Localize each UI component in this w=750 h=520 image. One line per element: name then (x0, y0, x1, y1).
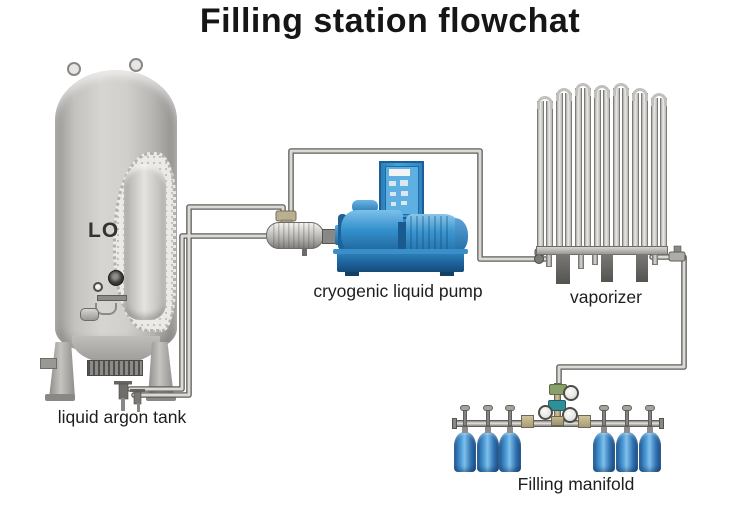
cylinder-valve (645, 405, 655, 427)
vaporizer-ubend (632, 88, 648, 101)
manifold-endcap (659, 418, 664, 429)
pump-cabinet-switch (389, 181, 396, 186)
tank-marking: LO (88, 219, 120, 242)
vaporizer-stub (546, 254, 552, 267)
separator-body (266, 222, 324, 249)
tank-bottom-valves (114, 381, 145, 412)
pump-foot (345, 272, 359, 276)
vaporizer-leg (636, 254, 648, 282)
pump-cabinet-nameplate (389, 169, 410, 176)
vaporizer-tube (546, 101, 553, 252)
vaporizer-ubend (651, 93, 667, 106)
tank-canister (80, 308, 99, 321)
page-title: Filling station flowchat (199, 2, 581, 40)
pump-foot (440, 272, 454, 276)
pressure-gauge-icon (538, 405, 553, 420)
vaporizer-tube (613, 88, 620, 252)
pump-base (337, 252, 464, 272)
pump-cold-end (341, 210, 403, 254)
gas-cylinder (477, 427, 499, 472)
tank-label: liquid argon tank (57, 407, 187, 427)
vaporizer-stub (578, 254, 584, 269)
vaporizer-ubend (537, 96, 553, 109)
vaporizer-stub (652, 254, 658, 265)
vaporizer-ubend (556, 88, 572, 101)
outlet-fitting (668, 245, 686, 262)
manifold-fitting (521, 415, 534, 428)
tank-lifting-lug (129, 58, 143, 72)
vaporizer-leg (601, 254, 613, 282)
pressure-gauge-icon (563, 385, 579, 401)
vaporizer-tube (584, 88, 591, 252)
vaporizer-tube (594, 90, 601, 252)
cylinder-valve (599, 405, 609, 427)
tank-inner-vessel (124, 164, 166, 320)
vaporizer-tube (556, 93, 563, 252)
gas-cylinder (454, 427, 476, 472)
vaporizer-tube (565, 93, 572, 252)
vaporizer-tube (660, 98, 667, 252)
vaporizer-tube (641, 93, 648, 252)
pump-cabinet-switch (391, 202, 396, 206)
pump-cabinet-switch (401, 191, 408, 196)
pump-cabinet-switch (390, 192, 396, 196)
cylinder-valve (505, 405, 515, 427)
gas-cylinder (639, 427, 661, 472)
manifold-label: Filling manifold (517, 474, 635, 494)
pump-cabinet-switch (401, 201, 407, 205)
vaporizer-tube (537, 101, 544, 252)
tank-side-bracket (40, 358, 57, 369)
cylinder-valve (483, 405, 493, 427)
vaporizer-tube (632, 93, 639, 252)
gas-cylinder (616, 427, 638, 472)
vaporizer-leg (556, 254, 570, 284)
regulator-tee (551, 416, 564, 426)
pressure-gauge-icon (562, 407, 578, 423)
vaporizer-ubend (613, 83, 629, 96)
vaporizer-tube (622, 88, 629, 252)
manifold-fitting (578, 415, 591, 428)
tank-lifting-lug (67, 62, 81, 76)
vaporizer-tube (603, 90, 610, 252)
cylinder-valve (622, 405, 632, 427)
tank-gauge-icon (108, 270, 124, 286)
manifold-endcap (452, 418, 457, 429)
separator-drain (302, 248, 307, 256)
vaporizer-ubend (594, 85, 610, 98)
cylinder-valve (460, 405, 470, 427)
tank-gauge-icon (93, 282, 103, 292)
vaporizer-label: vaporizer (570, 287, 642, 307)
tank-foot (45, 394, 75, 401)
pump-discharge-pipe (352, 200, 378, 213)
vaporizer-tube (575, 88, 582, 252)
gas-cylinder (593, 427, 615, 472)
tank-valve-bar (97, 295, 127, 301)
tank-vaporizer-coil (87, 360, 143, 376)
pump-label: cryogenic liquid pump (313, 281, 483, 301)
gas-cylinder (499, 427, 521, 472)
pump-base-lip (333, 249, 468, 254)
pump-motor-endcap (455, 218, 468, 254)
vaporizer-stub (592, 254, 598, 265)
vaporizer-tube (651, 98, 658, 252)
pump-cabinet-switch (400, 180, 408, 186)
vaporizer-ubend (575, 83, 591, 96)
